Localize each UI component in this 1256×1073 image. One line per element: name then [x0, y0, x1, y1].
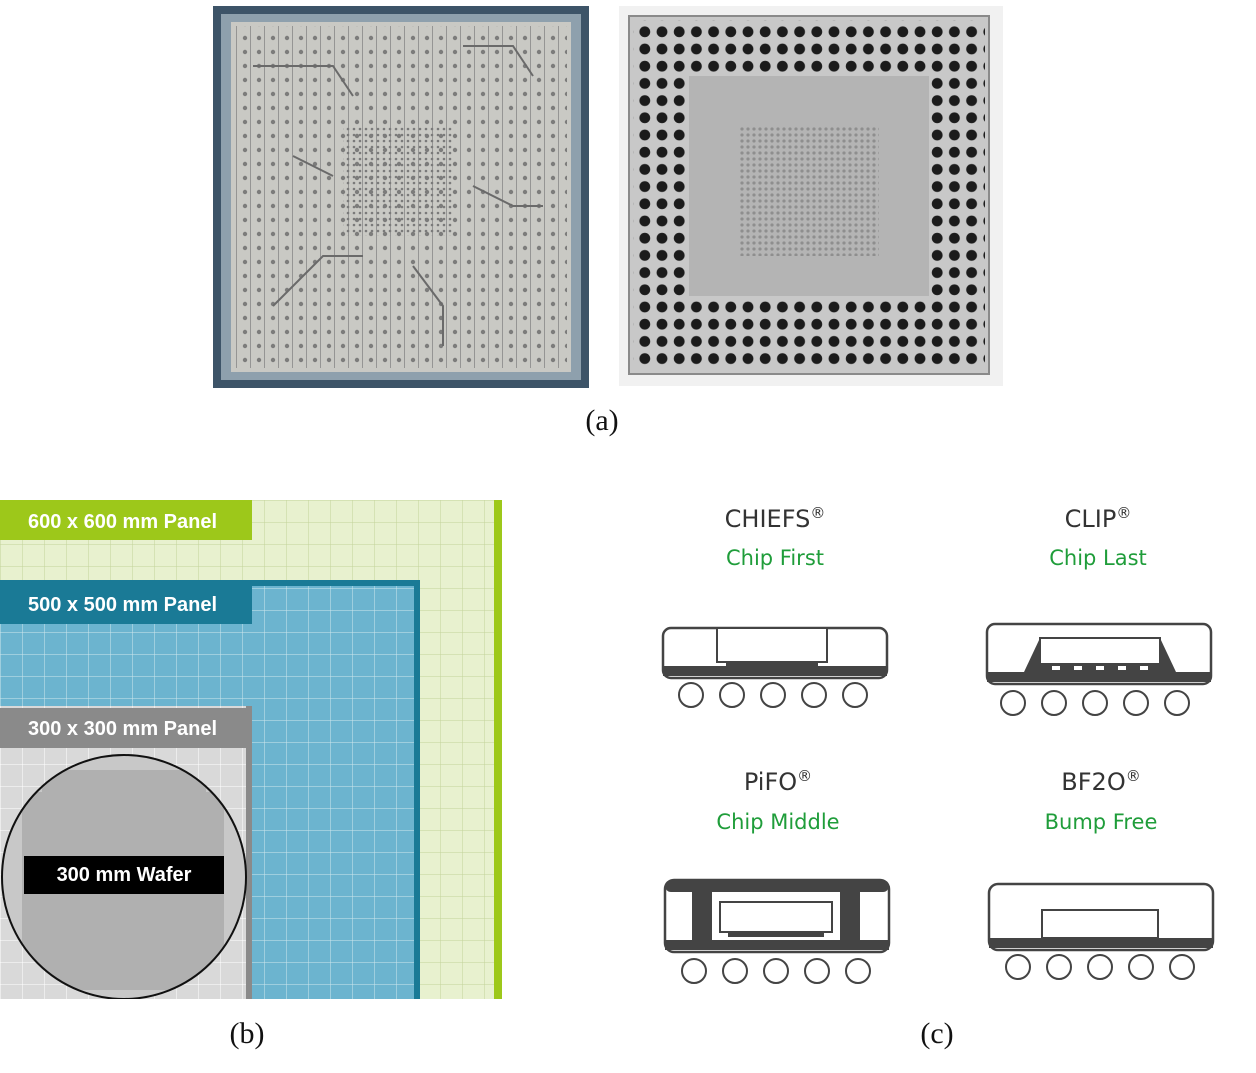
package-name-chiefs: CHIEFS®	[724, 504, 826, 533]
wafer-label: 300 mm Wafer	[24, 856, 224, 894]
panel-size-diagram	[0, 500, 502, 999]
pifo-package-diagram	[663, 878, 891, 984]
clip-package-diagram	[985, 622, 1213, 716]
chip-bottom-view-image	[619, 6, 1003, 386]
package-subtitle-pifo: Chip Middle	[716, 810, 840, 834]
package-name-clip: CLIP®	[1064, 504, 1132, 533]
panel-500-label: 500 x 500 mm Panel	[28, 594, 218, 616]
package-name-pifo: PiFO®	[743, 767, 813, 796]
bf2o-package-diagram	[987, 882, 1215, 980]
panel-300-label: 300 x 300 mm Panel	[28, 718, 218, 740]
panel-600-label: 600 x 600 mm Panel	[28, 511, 218, 533]
caption-c: (c)	[920, 1017, 954, 1050]
caption-b: (b)	[229, 1017, 265, 1050]
caption-a: (a)	[585, 404, 619, 437]
package-subtitle-clip: Chip Last	[1049, 546, 1147, 570]
package-name-bf2o: BF2O®	[1061, 767, 1141, 796]
chiefs-package-diagram	[661, 626, 889, 708]
chip-top-view-image	[213, 6, 589, 388]
package-subtitle-bf2o: Bump Free	[1044, 810, 1158, 834]
package-subtitle-chiefs: Chip First	[725, 546, 824, 570]
